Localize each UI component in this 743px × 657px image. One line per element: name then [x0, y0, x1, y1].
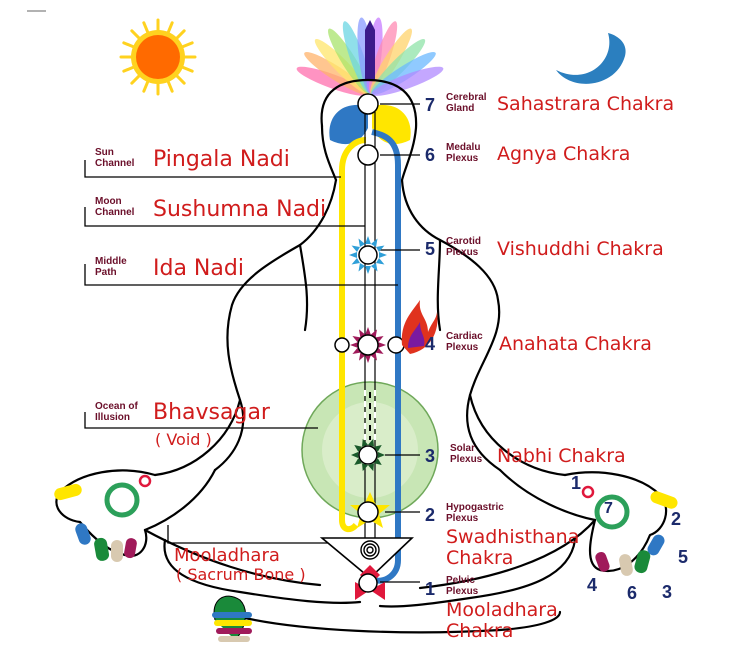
sushumna-sub-label: Moon Channel [95, 196, 135, 218]
ida-sub-label: Middle Path [95, 256, 127, 278]
chakra-1-plexus: Pelvic Plexus [446, 575, 479, 597]
chakra-5-plexus: Carotid Plexus [446, 236, 481, 258]
chakra-6-name: Agnya Chakra [497, 143, 631, 165]
finger-number-1: 1 [571, 473, 582, 493]
chakra-6-plexus: Medalu Plexus [446, 142, 481, 164]
sushumna-label: Sushumna Nadi [153, 197, 327, 222]
ida-channel [373, 165, 401, 584]
chakra-5-name: Vishuddhi Chakra [497, 238, 664, 260]
chakra-4-plexus: Cardiac Plexus [446, 331, 483, 353]
ida-lobe [329, 104, 368, 145]
chakra-4-number: 4 [425, 334, 436, 354]
finger-number-6: 6 [627, 583, 638, 603]
leader-lines [84, 103, 420, 583]
ida-label: Ida Nadi [153, 256, 244, 281]
finger-number-4: 4 [587, 575, 598, 595]
sun-icon [119, 18, 197, 96]
body-outline [55, 78, 668, 634]
chakra-4-name: Anahata Chakra [499, 333, 652, 355]
palm-number: 7 [604, 500, 613, 517]
pingala-sub-label: Sun Channel [95, 147, 135, 169]
kundalini-bands [212, 595, 252, 642]
chakra-5-number: 5 [425, 239, 436, 259]
right-hand-chakras [581, 485, 678, 576]
void-label: ( Void ) [155, 430, 212, 449]
chakra-1-name: Mooladhara Chakra [446, 599, 558, 642]
finger-number-3: 3 [662, 582, 673, 602]
rainbow-crown-icon [296, 17, 444, 96]
sacrum-bone-label: ( Sacrum Bone ) [176, 565, 306, 584]
pingala-channel [339, 170, 359, 533]
chakra-7-plexus: Cerebral Gland [446, 92, 487, 114]
chakra-nodes [334, 93, 405, 600]
chakra-3-name: Nabhi Chakra [497, 445, 626, 467]
bhavsagar-sub-label: Ocean of Illusion [95, 401, 138, 423]
chakra-2-plexus: Hypogastric Plexus [446, 502, 504, 524]
chakra-2-name: Swadhisthana Chakra [446, 526, 580, 569]
bhavsagar-label: Bhavsagar [153, 400, 270, 425]
chakra-3-plexus: Solar Plexus [450, 443, 483, 465]
moon-icon [556, 33, 626, 84]
finger-number-5: 5 [678, 547, 689, 567]
chakra-2-number: 2 [425, 505, 436, 525]
chakra-1-number: 1 [425, 579, 436, 599]
finger-number-2: 2 [671, 509, 682, 529]
spiral-icon [360, 540, 380, 560]
left-hand-chakras [54, 474, 152, 562]
chakra-7-number: 7 [425, 95, 436, 115]
chakra-7-name: Sahastrara Chakra [497, 93, 675, 115]
mooladhara-left-label: Mooladhara [174, 545, 280, 566]
chakra-3-number: 3 [425, 446, 436, 466]
chakra-6-number: 6 [425, 145, 436, 165]
pingala-label: Pingala Nadi [153, 147, 290, 172]
